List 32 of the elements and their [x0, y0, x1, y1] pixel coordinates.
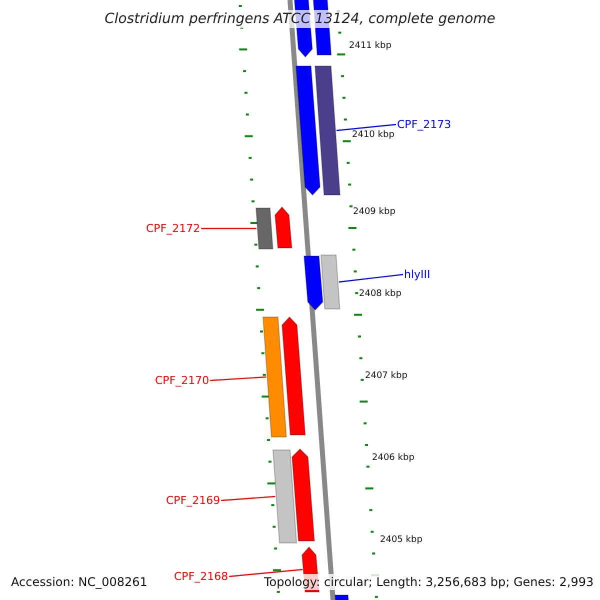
scale-label: 2411 kbp: [349, 41, 392, 51]
gene-block: [272, 450, 298, 544]
gene-label: CPF_2172: [146, 222, 200, 235]
leader-line: [201, 228, 256, 230]
accession-text: Accession: NC_008261: [9, 574, 150, 590]
scale-label: 2408 kbp: [359, 289, 402, 299]
scale-label: 2410 kbp: [352, 130, 394, 140]
gene-label: CPF_2169: [166, 494, 220, 507]
gene-block: [262, 316, 287, 438]
leader-line: [229, 568, 303, 578]
gene-label: CPF_2170: [155, 374, 210, 387]
leader-line: [338, 274, 404, 283]
gene-block: [334, 594, 350, 600]
gene-label: CPF_2168: [174, 570, 228, 583]
scale-label: 2409 kbp: [353, 207, 396, 217]
gene-label: CPF_2173: [397, 118, 452, 131]
gene-label: hlyIII: [404, 268, 430, 281]
leader-line: [221, 496, 276, 502]
gene-block: [255, 208, 274, 250]
gene-block: [320, 254, 340, 310]
gene-block: [291, 448, 315, 542]
gene-block: [314, 66, 341, 196]
gene-block: [281, 316, 306, 436]
scale-label: 2406 kbp: [372, 453, 414, 463]
scale-label: 2407 kbp: [365, 371, 408, 381]
gene-block: [303, 256, 324, 311]
gene-block: [274, 206, 292, 248]
scale-label: 2405 kbp: [380, 535, 422, 545]
genome-summary-text: Topology: circular; Length: 3,256,683 bp; Genes: 2,993: [262, 574, 596, 590]
gene-block: [295, 66, 321, 196]
leader-line: [210, 376, 266, 382]
leader-line: [336, 124, 396, 132]
